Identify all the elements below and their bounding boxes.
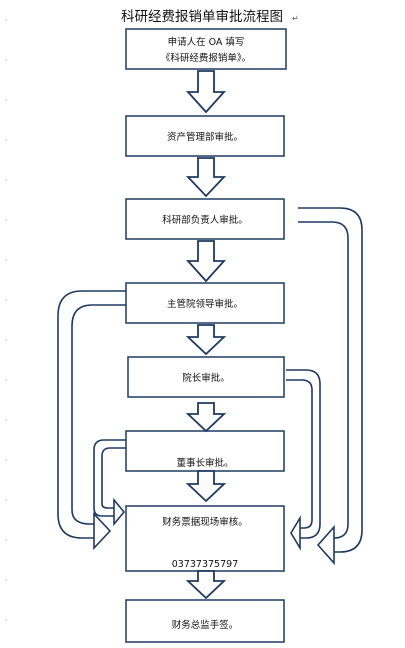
step-asset-dept: 资产管理部审批。 — [167, 131, 243, 143]
loop-arrow-vice-leader-head — [93, 511, 112, 551]
step-finance-review: 财务票据现场审核。 — [162, 516, 248, 528]
step-cfo-sign: 财务总监手签。 — [172, 619, 239, 631]
loop-arrow-chairman-inner — [101, 447, 126, 509]
step-research-head: 科研部负责人审批。 — [162, 214, 248, 226]
box-asset-dept — [125, 115, 285, 157]
box-cfo-sign — [125, 599, 285, 643]
step-finance-phone: 03737375797 — [172, 559, 239, 570]
down-arrow-3 — [185, 240, 227, 283]
loop-arrow-chairman — [93, 439, 126, 517]
box-chairman — [125, 430, 285, 472]
loop-arrow-research-head-inner — [298, 221, 349, 539]
step-chairman: 董事长审批。 — [176, 457, 233, 469]
down-arrow-1 — [185, 70, 227, 114]
down-arrow-4 — [185, 324, 227, 356]
box-president — [127, 356, 285, 398]
box-research-head — [125, 198, 285, 240]
step-president: 院长审批。 — [182, 372, 230, 384]
loop-arrow-research-head-head — [316, 524, 335, 566]
box-vice-leader — [125, 282, 285, 324]
paragraph-mark: ↵ — [292, 14, 299, 23]
step-vice-leader: 主管院领导审批。 — [167, 298, 243, 310]
loop-arrow-vice-leader-inner — [71, 304, 126, 525]
step-apply-line1: 申请人在 OA 填写 — [168, 36, 245, 48]
loop-arrow-president — [286, 369, 321, 539]
loop-arrow-chairman-head — [113, 497, 126, 527]
margin-guide — [5, 19, 7, 621]
loop-arrow-research-head — [298, 207, 363, 553]
down-arrow-7 — [185, 570, 227, 600]
step-apply-line2: 《科研经费报销单》。 — [161, 52, 251, 64]
down-arrow-2 — [185, 157, 227, 198]
loop-arrow-president-inner — [286, 379, 313, 529]
loop-arrow-vice-leader — [57, 290, 126, 539]
box-apply — [125, 28, 287, 70]
down-arrow-6 — [185, 470, 227, 503]
down-arrow-5 — [185, 402, 227, 433]
diagram-title: 科研经费报销单审批流程图 — [121, 9, 283, 25]
loop-arrow-president-head — [290, 515, 301, 551]
